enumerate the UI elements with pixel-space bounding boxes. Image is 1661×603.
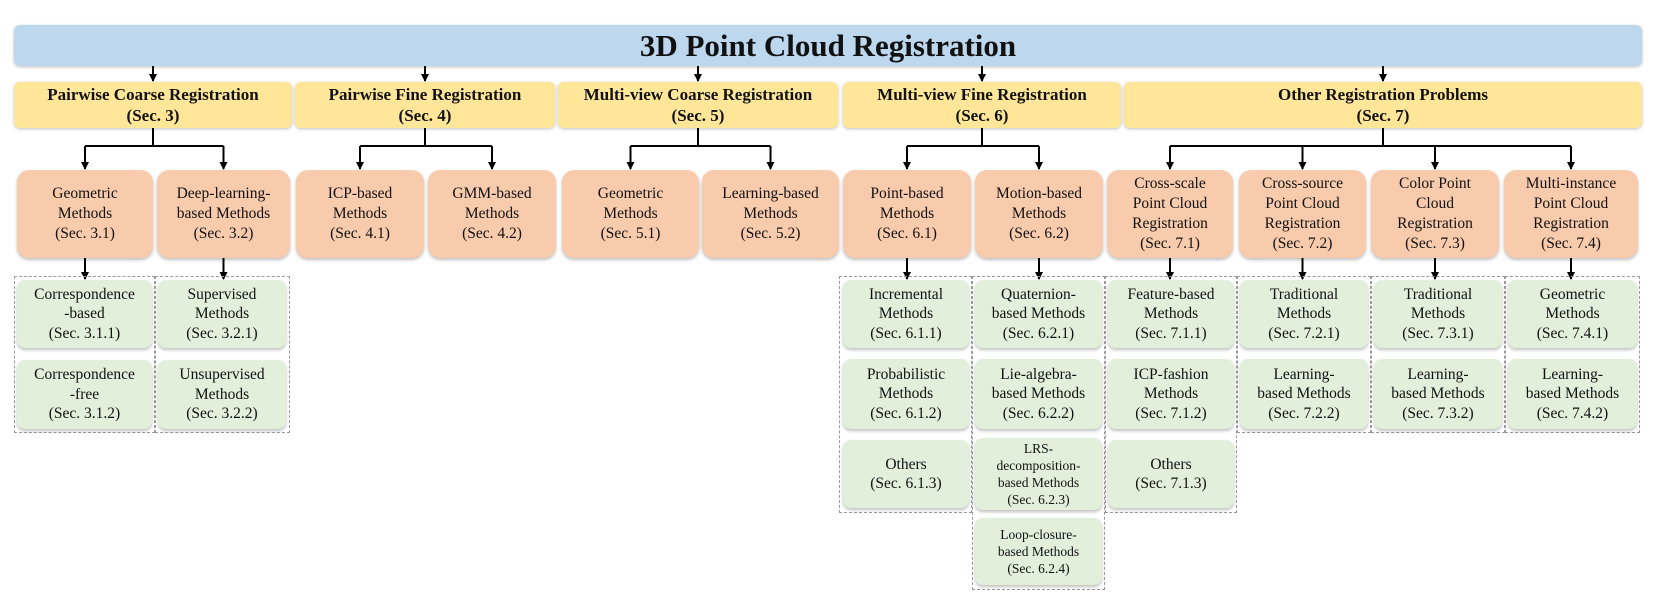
leaf-6-2-1: Quaternion- based Methods (Sec. 6.2.1) <box>975 280 1102 348</box>
category-pairwise-coarse: Pairwise Coarse Registration (Sec. 3) <box>14 82 292 128</box>
subcategory-7-2: Cross-source Point Cloud Registration (S… <box>1239 170 1366 258</box>
category-multiview-fine: Multi-view Fine Registration (Sec. 6) <box>843 82 1121 128</box>
leaf-7-4-2: Learning- based Methods (Sec. 7.4.2) <box>1508 359 1637 429</box>
leaf-7-1-1: Feature-based Methods (Sec. 7.1.1) <box>1108 280 1234 348</box>
leaf-3-1-2: Correspondence -free (Sec. 3.1.2) <box>17 360 152 429</box>
leaf-7-3-2: Learning- based Methods (Sec. 7.3.2) <box>1374 359 1502 429</box>
subcategory-3-1: Geometric Methods (Sec. 3.1) <box>17 170 153 258</box>
group-frame-6-1 <box>839 276 972 513</box>
leaf-7-4-1: Geometric Methods (Sec. 7.4.1) <box>1508 280 1637 348</box>
category-other-problems: Other Registration Problems (Sec. 7) <box>1124 82 1642 128</box>
group-frame-3-1 <box>14 276 155 433</box>
subcategory-7-3: Color Point Cloud Registration (Sec. 7.3… <box>1371 170 1499 258</box>
leaf-7-2-2: Learning- based Methods (Sec. 7.2.2) <box>1240 359 1368 429</box>
leaf-3-2-1: Supervised Methods (Sec. 3.2.1) <box>158 280 286 348</box>
leaf-3-1-1: Correspondence -based (Sec. 3.1.1) <box>17 280 152 348</box>
leaf-3-2-2: Unsupervised Methods (Sec. 3.2.2) <box>158 360 286 429</box>
group-frame-7-3 <box>1371 276 1505 433</box>
group-frame-6-2 <box>972 276 1105 590</box>
subcategory-7-4: Multi-instance Point Cloud Registration … <box>1504 170 1638 258</box>
leaf-6-2-2: Lie-algebra- based Methods (Sec. 6.2.2) <box>975 359 1102 429</box>
category-multiview-coarse: Multi-view Coarse Registration (Sec. 5) <box>558 82 838 128</box>
subcategory-6-1: Point-based Methods (Sec. 6.1) <box>843 170 971 258</box>
group-frame-7-1 <box>1105 276 1237 513</box>
subcategory-3-2: Deep-learning- based Methods (Sec. 3.2) <box>157 170 290 258</box>
subcategory-4-1: ICP-based Methods (Sec. 4.1) <box>296 170 424 258</box>
subcategory-5-1: Geometric Methods (Sec. 5.1) <box>562 170 699 258</box>
leaf-6-1-1: Incremental Methods (Sec. 6.1.1) <box>843 280 969 348</box>
leaf-6-1-3: Others (Sec. 6.1.3) <box>843 440 969 508</box>
leaf-7-3-1: Traditional Methods (Sec. 7.3.1) <box>1374 280 1502 348</box>
group-frame-3-2 <box>155 276 290 433</box>
subcategory-6-2: Motion-based Methods (Sec. 6.2) <box>975 170 1103 258</box>
subcategory-5-2: Learning-based Methods (Sec. 5.2) <box>702 170 839 258</box>
leaf-6-1-2: Probabilistic Methods (Sec. 6.1.2) <box>843 359 969 429</box>
leaf-7-1-3: Others (Sec. 7.1.3) <box>1108 440 1234 508</box>
group-frame-7-4 <box>1505 276 1640 433</box>
subcategory-4-2: GMM-based Methods (Sec. 4.2) <box>428 170 556 258</box>
leaf-6-2-3: LRS- decomposition- based Methods (Sec. … <box>975 438 1102 510</box>
leaf-7-2-1: Traditional Methods (Sec. 7.2.1) <box>1240 280 1368 348</box>
subcategory-7-1: Cross-scale Point Cloud Registration (Se… <box>1107 170 1233 258</box>
category-pairwise-fine: Pairwise Fine Registration (Sec. 4) <box>295 82 555 128</box>
diagram-title: 3D Point Cloud Registration <box>14 25 1642 66</box>
group-frame-7-2 <box>1237 276 1371 433</box>
leaf-6-2-4: Loop-closure- based Methods (Sec. 6.2.4) <box>975 518 1102 585</box>
leaf-7-1-2: ICP-fashion Methods (Sec. 7.1.2) <box>1108 359 1234 429</box>
